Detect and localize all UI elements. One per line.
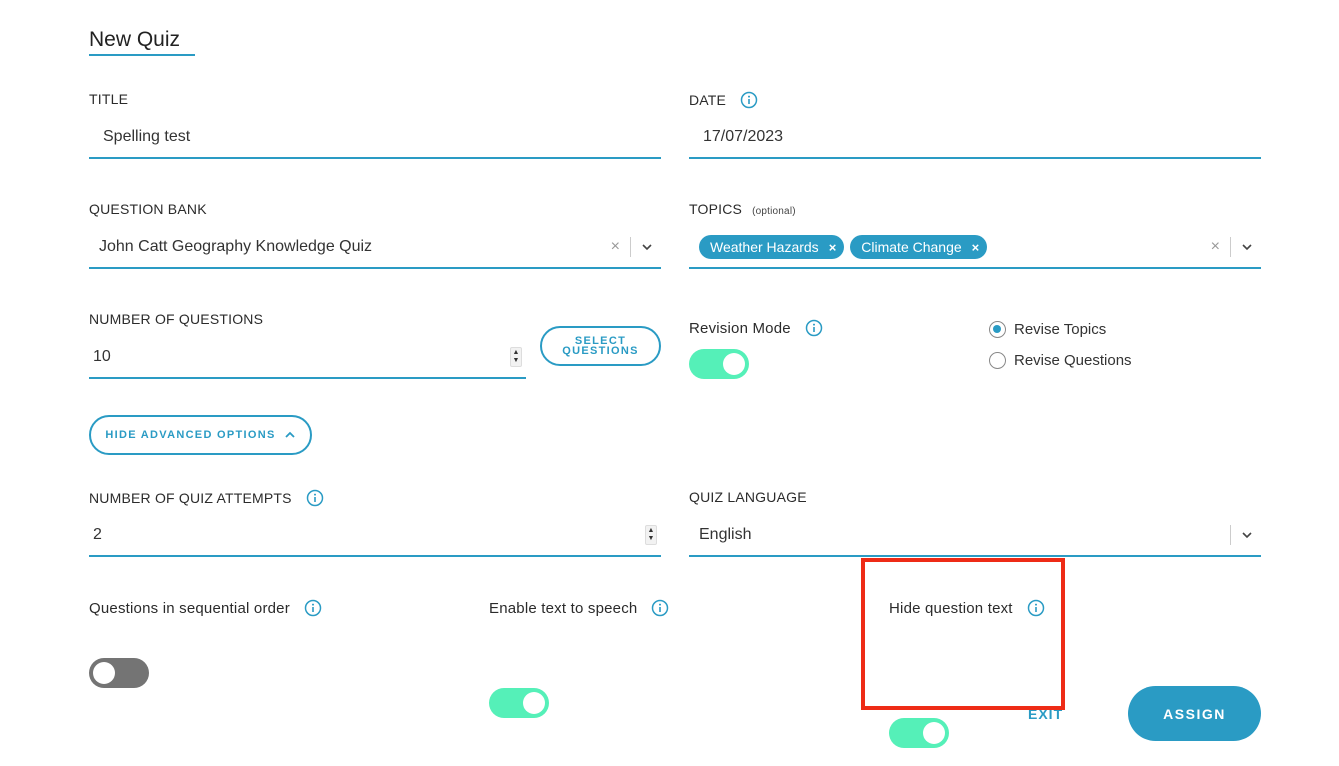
title-input[interactable]: Spelling test — [89, 117, 661, 159]
date-label-row: DATE — [689, 91, 758, 109]
sequential-order-toggle[interactable] — [89, 658, 149, 688]
info-icon[interactable] — [304, 599, 322, 617]
toggle-knob — [723, 353, 745, 375]
topics-label: TOPICS — [689, 201, 743, 217]
topic-chip[interactable]: Climate Change × — [850, 235, 988, 259]
revision-mode-toggle[interactable] — [689, 349, 749, 379]
topic-chip-label: Weather Hazards — [710, 239, 819, 255]
language-controls — [1230, 525, 1261, 545]
chevron-up-icon — [285, 431, 295, 438]
title-value: Spelling test — [103, 128, 191, 145]
topics-label-row: TOPICS (optional) — [689, 201, 796, 217]
clear-icon[interactable]: × — [610, 238, 620, 255]
date-label: DATE — [689, 92, 727, 108]
sequential-label: Questions in sequential order — [89, 599, 290, 617]
sequential-label-row: Questions in sequential order — [89, 599, 322, 617]
assign-button[interactable]: ASSIGN — [1128, 686, 1261, 741]
info-icon[interactable] — [651, 599, 669, 617]
radio-label: Revise Questions — [1014, 352, 1132, 369]
date-value: 17/07/2023 — [703, 128, 784, 145]
chevron-down-icon[interactable] — [641, 241, 653, 253]
highlight-box — [861, 558, 1065, 710]
revision-mode-label: Revision Mode — [689, 319, 791, 337]
toggle-knob — [923, 722, 945, 744]
text-to-speech-toggle[interactable] — [489, 688, 549, 718]
clear-icon[interactable]: × — [1210, 238, 1220, 255]
date-input[interactable]: 17/07/2023 — [689, 117, 1261, 159]
exit-link[interactable]: EXIT — [1028, 706, 1064, 722]
topics-optional: (optional) — [752, 206, 796, 217]
chevron-down-icon[interactable] — [1241, 241, 1253, 253]
attempts-value: 2 — [93, 526, 102, 543]
hide-text-label-row: Hide question text — [889, 599, 1045, 617]
radio-circle[interactable] — [989, 352, 1006, 369]
info-icon[interactable] — [306, 489, 324, 507]
num-questions-label: NUMBER OF QUESTIONS — [89, 311, 264, 327]
num-questions-input[interactable]: 10 ▲ ▼ — [89, 337, 526, 379]
chip-remove-icon[interactable]: × — [828, 239, 837, 255]
toggle-knob — [93, 662, 115, 684]
num-questions-value: 10 — [93, 348, 111, 365]
topic-chip[interactable]: Weather Hazards × — [699, 235, 845, 259]
stepper-down-icon[interactable]: ▼ — [647, 535, 655, 542]
advanced-options-label: HIDE ADVANCED OPTIONS — [105, 429, 276, 441]
hide-text-label: Hide question text — [889, 599, 1013, 617]
hide-advanced-options-button[interactable]: HIDE ADVANCED OPTIONS — [89, 415, 312, 455]
topic-chip-label: Climate Change — [861, 239, 962, 255]
attempts-label: NUMBER OF QUIZ ATTEMPTS — [89, 490, 292, 506]
language-select[interactable]: English — [689, 515, 1261, 557]
radio-revise-topics[interactable]: Revise Topics — [989, 321, 1106, 338]
stepper-up-icon[interactable]: ▲ — [512, 349, 520, 356]
topics-controls: × — [1211, 237, 1261, 257]
tts-label-row: Enable text to speech — [489, 599, 669, 617]
tts-label: Enable text to speech — [489, 599, 638, 617]
number-stepper[interactable]: ▲ ▼ — [510, 347, 522, 367]
info-icon[interactable] — [740, 91, 758, 109]
language-label: QUIZ LANGUAGE — [689, 489, 807, 505]
attempts-input[interactable]: 2 ▲ ▼ — [89, 515, 661, 557]
attempts-label-row: NUMBER OF QUIZ ATTEMPTS — [89, 489, 324, 507]
info-icon[interactable] — [805, 319, 823, 337]
hide-question-text-toggle[interactable] — [889, 718, 949, 748]
language-value: English — [699, 526, 752, 543]
select-separator — [1230, 525, 1231, 545]
stepper-up-icon[interactable]: ▲ — [647, 527, 655, 534]
radio-circle[interactable] — [989, 321, 1006, 338]
select-questions-button[interactable]: SELECT QUESTIONS — [540, 326, 661, 366]
chevron-down-icon[interactable] — [1241, 529, 1253, 541]
topics-chips: Weather Hazards × Climate Change × — [699, 235, 993, 259]
number-stepper[interactable]: ▲ ▼ — [645, 525, 657, 545]
question-bank-value: John Catt Geography Knowledge Quiz — [99, 238, 373, 255]
question-bank-controls: × — [611, 237, 661, 257]
title-label: TITLE — [89, 91, 129, 107]
topics-select[interactable]: Weather Hazards × Climate Change × × — [689, 227, 1261, 269]
info-icon[interactable] — [1027, 599, 1045, 617]
revision-mode-label-row: Revision Mode — [689, 319, 823, 337]
question-bank-select[interactable]: John Catt Geography Knowledge Quiz × — [89, 227, 661, 269]
question-bank-label: QUESTION BANK — [89, 201, 207, 217]
chip-remove-icon[interactable]: × — [971, 239, 980, 255]
select-separator — [1230, 237, 1231, 257]
page-title: New Quiz — [89, 28, 181, 51]
radio-label: Revise Topics — [1014, 321, 1107, 338]
radio-revise-questions[interactable]: Revise Questions — [989, 352, 1132, 369]
toggle-knob — [523, 692, 545, 714]
select-separator — [630, 237, 631, 257]
stepper-down-icon[interactable]: ▼ — [512, 357, 520, 364]
page-title-underline — [89, 54, 195, 56]
